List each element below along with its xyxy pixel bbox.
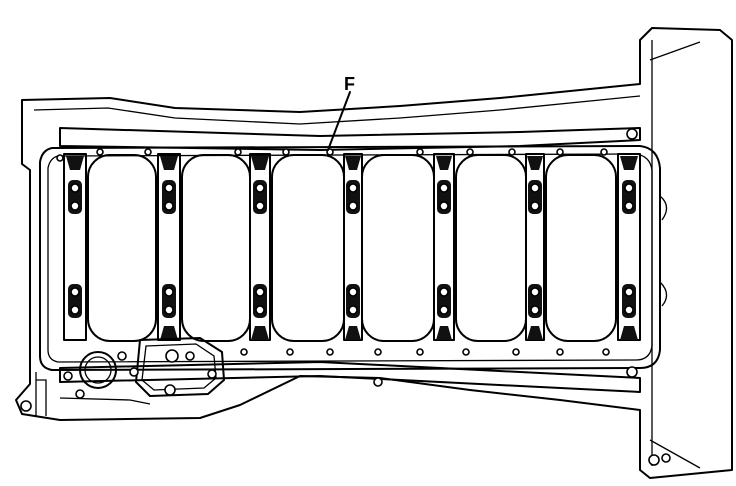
lower-rail	[59, 361, 641, 393]
oil-pump-assembly	[20, 337, 225, 412]
callout-label: F	[344, 74, 355, 94]
right-side-lobes	[659, 195, 668, 307]
callout-leader-line	[327, 91, 351, 151]
web-caps	[66, 156, 638, 340]
perimeter-bolts	[56, 128, 671, 466]
callout-f: F	[327, 74, 355, 151]
housing-outline	[15, 27, 733, 479]
gasket-frame	[39, 145, 661, 371]
bearing-webs	[63, 153, 641, 341]
web-bolts	[68, 180, 636, 318]
